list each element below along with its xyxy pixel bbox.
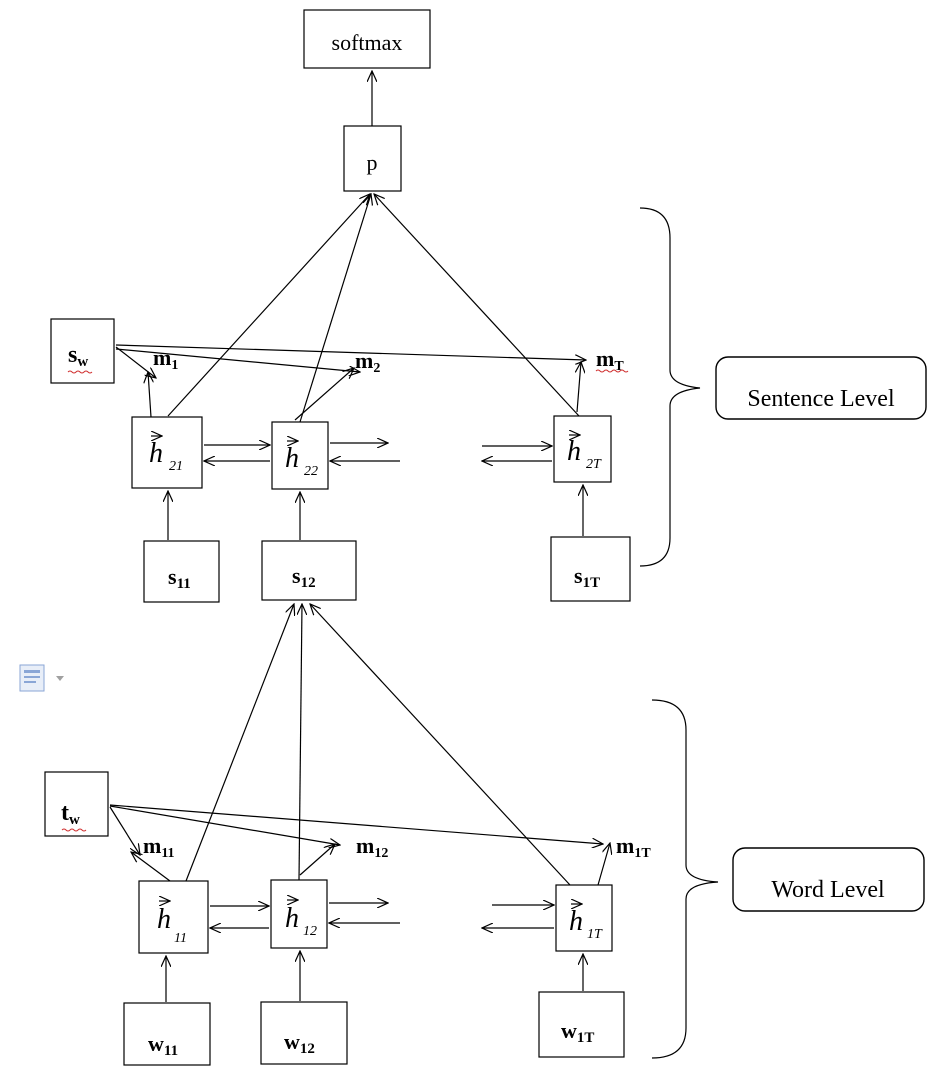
svg-text:h: h [149,438,163,469]
word-input-w12-node: w12 [260,1001,348,1065]
svg-text:11: 11 [174,931,187,946]
svg-text:h: h [157,904,171,935]
hidden-h1T-node: h 1T [555,884,613,952]
svg-text:sw: sw [68,342,88,370]
svg-text:12: 12 [303,924,317,939]
hidden-h21-node: h 21 [131,416,203,489]
sentence-context-node: sw [50,318,115,384]
h12-to-s12-arrow [299,604,302,881]
attn-m1T-label: m1T [616,833,651,861]
p-node: p [343,125,402,192]
h21-to-p-arrow [167,194,370,417]
sw-to-mT-arrow [115,344,586,360]
h2T-to-mT-arrow [577,362,581,413]
svg-text:Word Level: Word Level [771,877,885,903]
svg-text:softmax: softmax [332,30,403,55]
sentence-input-s1T-node: s1T [550,536,631,602]
svg-text:h: h [567,436,581,467]
svg-text:22: 22 [304,464,318,479]
tw-to-m11-arrow [109,806,140,855]
h11-to-s12-arrow [185,604,294,882]
svg-text:s1T: s1T [574,563,600,591]
attn-mT-label: mT [596,346,624,374]
word-input-w1T-node: w1T [538,991,625,1058]
h22-to-m2-arrow [294,368,354,421]
hidden-h11-node: h 11 [138,880,209,954]
svg-text:21: 21 [169,459,183,474]
svg-text:p: p [367,150,378,175]
softmax-node: softmax [303,9,431,69]
svg-text:w1T: w1T [561,1018,594,1046]
sw-to-m2-arrow [115,348,360,372]
svg-text:h: h [285,903,299,934]
attn-m12-label: m12 [356,833,388,861]
hidden-h22-node: h 22 [271,421,329,490]
paste-options-icon[interactable] [19,664,64,692]
sentence-level-label: Sentence Level [715,356,927,420]
svg-text:w12: w12 [284,1029,315,1057]
tw-to-m1T-arrow [109,804,603,844]
attn-m11-label: m11 [143,833,175,861]
word-level-label: Word Level [732,847,925,912]
svg-text:h: h [285,443,299,474]
h21-to-m1-arrow [148,372,151,418]
svg-text:h: h [569,906,583,937]
svg-text:s12: s12 [292,563,316,591]
hidden-h2T-node: h 2T [553,415,612,483]
h12-to-m12-arrow [299,844,335,876]
h1T-to-m1T-arrow [597,843,610,886]
svg-text:2T: 2T [586,457,602,472]
word-context-node: tw [44,771,109,837]
sentence-level-bracket [639,207,701,567]
sentence-input-s12-node: s12 [261,540,357,601]
h11-to-m11-arrow [131,852,171,882]
h2T-to-p-arrow [374,194,580,417]
attn-m1-label: m1 [153,345,178,373]
word-level-bracket [651,699,719,1059]
attn-m2-label: m2 [355,348,380,376]
hidden-h12-node: h 12 [270,879,328,949]
svg-text:s11: s11 [168,564,191,592]
svg-text:tw: tw [61,800,80,828]
h1T-to-s12-arrow [310,604,571,886]
svg-text:w11: w11 [148,1031,178,1059]
tw-to-m12-arrow [109,805,340,845]
h22-to-p-arrow [299,194,371,423]
svg-text:Sentence Level: Sentence Level [747,386,895,412]
sentence-input-s11-node: s11 [143,540,220,603]
svg-text:1T: 1T [587,927,603,942]
word-input-w11-node: w11 [123,1002,211,1066]
